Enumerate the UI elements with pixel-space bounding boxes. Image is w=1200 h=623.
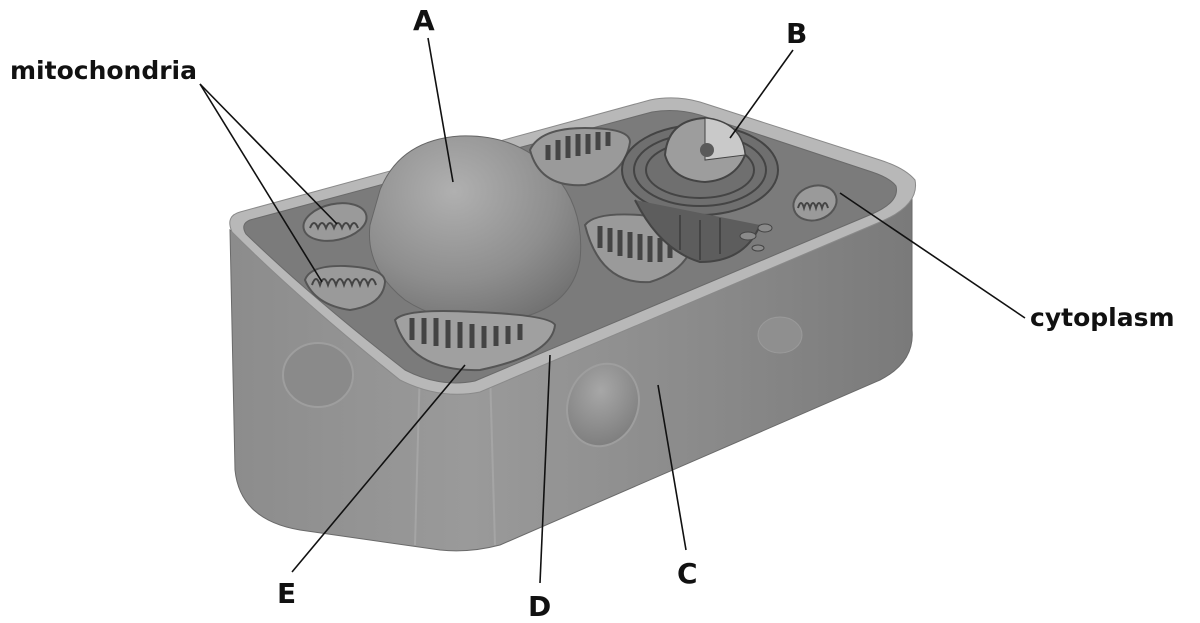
label-b: B — [786, 17, 808, 50]
leader-d — [539, 354, 551, 584]
nucleus-cutaway — [663, 116, 747, 184]
side-vacuole-left — [282, 342, 354, 408]
leader-lines — [199, 37, 1026, 584]
leader-b — [729, 49, 794, 139]
leader-a — [427, 37, 454, 183]
side-vacuole-center — [566, 362, 640, 448]
leader-mitochondria-2 — [199, 83, 323, 283]
leader-cytoplasm — [839, 192, 1026, 319]
mitochondrion-5 — [393, 310, 557, 372]
mitochondrion-2 — [303, 264, 387, 312]
leader-c — [657, 384, 687, 551]
nucleus — [368, 135, 582, 322]
label-e: E — [277, 577, 297, 610]
side-vacuole-right — [757, 316, 803, 354]
label-mitochondria: mitochondria — [10, 56, 197, 85]
leader-e — [291, 364, 466, 573]
cell-edge-shading — [414, 364, 496, 546]
label-c: C — [677, 557, 698, 590]
label-a: A — [413, 4, 435, 37]
label-cytoplasm: cytoplasm — [1030, 303, 1175, 332]
leader-mitochondria-1 — [199, 83, 338, 225]
label-d: D — [528, 590, 552, 623]
mitochondrion-6 — [792, 184, 838, 222]
mitochondrion-3 — [528, 126, 632, 187]
